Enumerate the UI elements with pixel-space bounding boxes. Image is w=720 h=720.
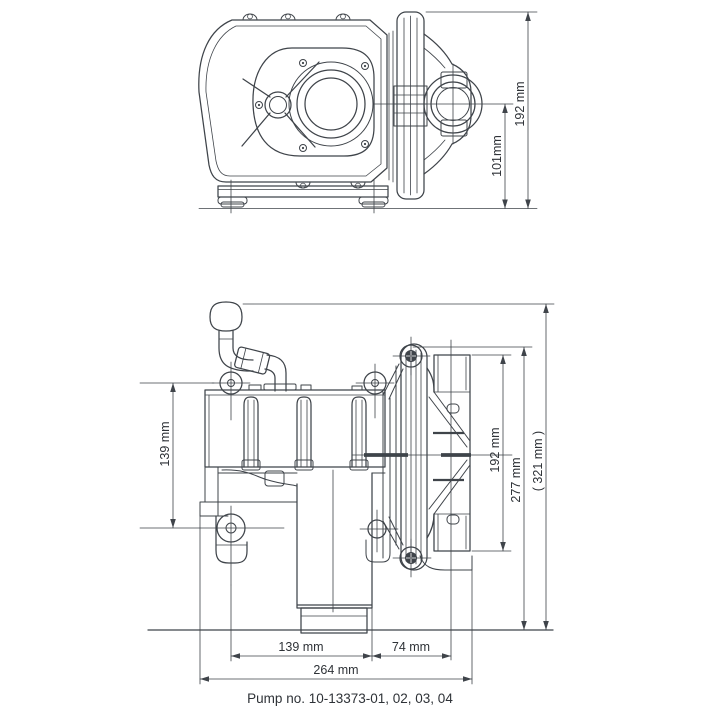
dim-side-mount-height: 139 mm [139, 382, 285, 529]
dim-label-side-74: 74 mm [392, 640, 430, 654]
cable-knob-side-view [209, 301, 287, 392]
dim-label-top-101: 101mm [490, 135, 504, 177]
feet-side-view [215, 505, 399, 586]
pump-flange-top-view [388, 11, 428, 200]
pump-head-top-view [372, 33, 514, 175]
pump-number-caption: Pump no. 10-13373-01, 02, 03, 04 [247, 691, 453, 706]
dim-label-side-139-bottom: 139 mm [278, 640, 323, 654]
dim-side-overall-length: 264 mm [199, 515, 473, 685]
dim-label-side-321: ( 321 mm ) [531, 431, 545, 491]
dim-label-side-277: 277 mm [509, 457, 523, 502]
outlet-column-side-view [221, 469, 373, 634]
vibration-mounts-side-view [211, 361, 395, 421]
mounting-base-top-view [198, 179, 538, 214]
motor-side-view [199, 383, 386, 517]
dim-label-side-139-left: 139 mm [158, 421, 172, 466]
centerlines-side-view [332, 339, 513, 661]
dim-label-side-192: 192 mm [488, 427, 502, 472]
side-view: 139 mm 192 mm 277 mm ( 321 mm ) 139 mm [139, 301, 555, 685]
top-view: 192 mm 101mm [198, 11, 538, 214]
dim-side-body-height: 277 mm [412, 346, 533, 631]
cover-plate-top-view [241, 47, 375, 157]
dim-label-side-264: 264 mm [313, 663, 358, 677]
dim-top-overall-height: 192 mm [425, 11, 538, 209]
dim-side-overall-height: ( 321 mm ) [242, 303, 555, 631]
dim-label-top-192: 192 mm [513, 81, 527, 126]
dim-top-port-height: 101mm [490, 103, 508, 209]
dim-side-port-span: 192 mm [471, 354, 512, 552]
dim-side-foot-spacing: 139 mm [230, 584, 373, 662]
dim-side-outlet-to-port: 74 mm [371, 640, 452, 659]
motor-housing-top-view [198, 13, 388, 189]
